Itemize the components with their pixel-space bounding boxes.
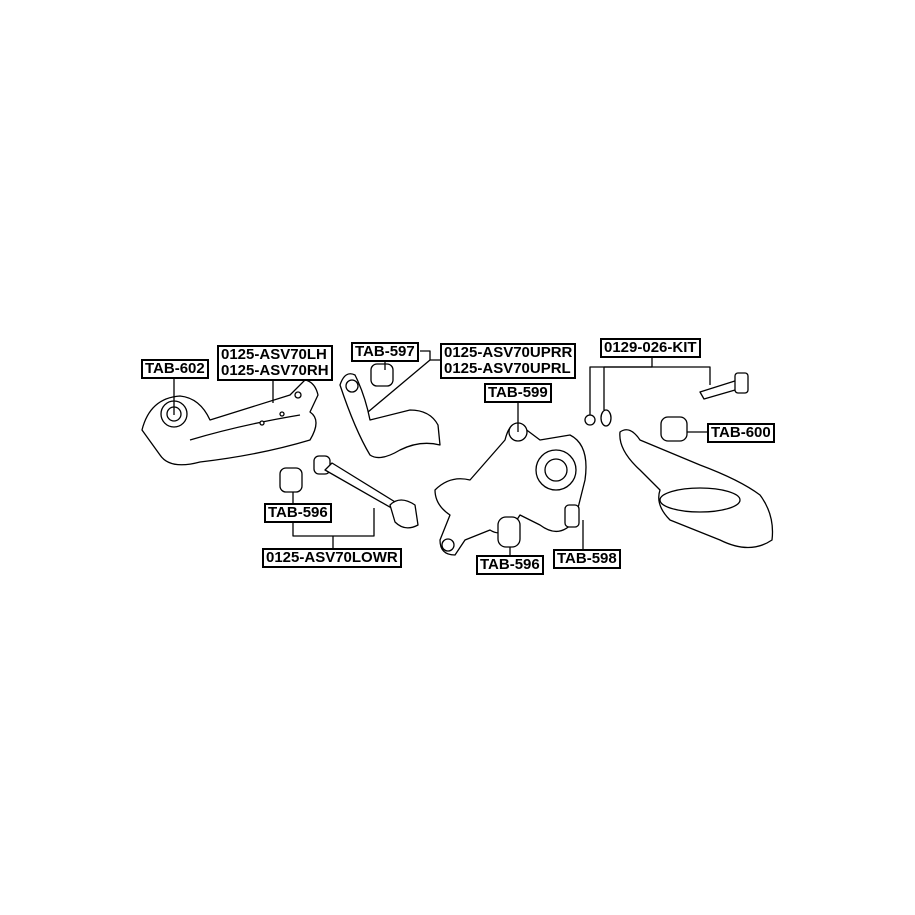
- label-tab-602[interactable]: TAB-602: [141, 359, 209, 379]
- part-number: TAB-596: [480, 556, 540, 573]
- part-number-r: 0125-ASV70UPRR: [444, 344, 573, 361]
- label-lower-arm[interactable]: 0125-ASV70LOWR: [262, 548, 402, 568]
- part-number-rh: 0125-ASV70RH: [221, 362, 329, 379]
- part-number: TAB-600: [711, 424, 771, 441]
- lower-link-drawing: [279, 455, 419, 529]
- label-kit[interactable]: 0129-026-KIT: [600, 338, 701, 358]
- upper-arm-drawing: [339, 363, 441, 459]
- part-number: TAB-598: [557, 550, 617, 567]
- lower-control-arm-drawing: [584, 372, 774, 549]
- part-number: TAB-596: [268, 504, 328, 521]
- part-number: TAB-597: [355, 343, 415, 360]
- trailing-arm-drawing: [141, 379, 319, 466]
- part-number: TAB-602: [145, 360, 205, 377]
- part-number-lh: 0125-ASV70LH: [221, 346, 327, 363]
- label-tab-596-mid[interactable]: TAB-596: [476, 555, 544, 575]
- part-number: 0125-ASV70LOWR: [266, 549, 398, 566]
- label-tab-598[interactable]: TAB-598: [553, 549, 621, 569]
- knuckle-drawing: [434, 422, 587, 556]
- label-tab-597[interactable]: TAB-597: [351, 342, 419, 362]
- part-number-l: 0125-ASV70UPRL: [444, 360, 571, 377]
- label-tab-599[interactable]: TAB-599: [484, 383, 552, 403]
- label-tab-596-left[interactable]: TAB-596: [264, 503, 332, 523]
- part-number: 0129-026-KIT: [604, 339, 697, 356]
- leader-lines: [173, 350, 711, 555]
- part-number: TAB-599: [488, 384, 548, 401]
- label-tab-600[interactable]: TAB-600: [707, 423, 775, 443]
